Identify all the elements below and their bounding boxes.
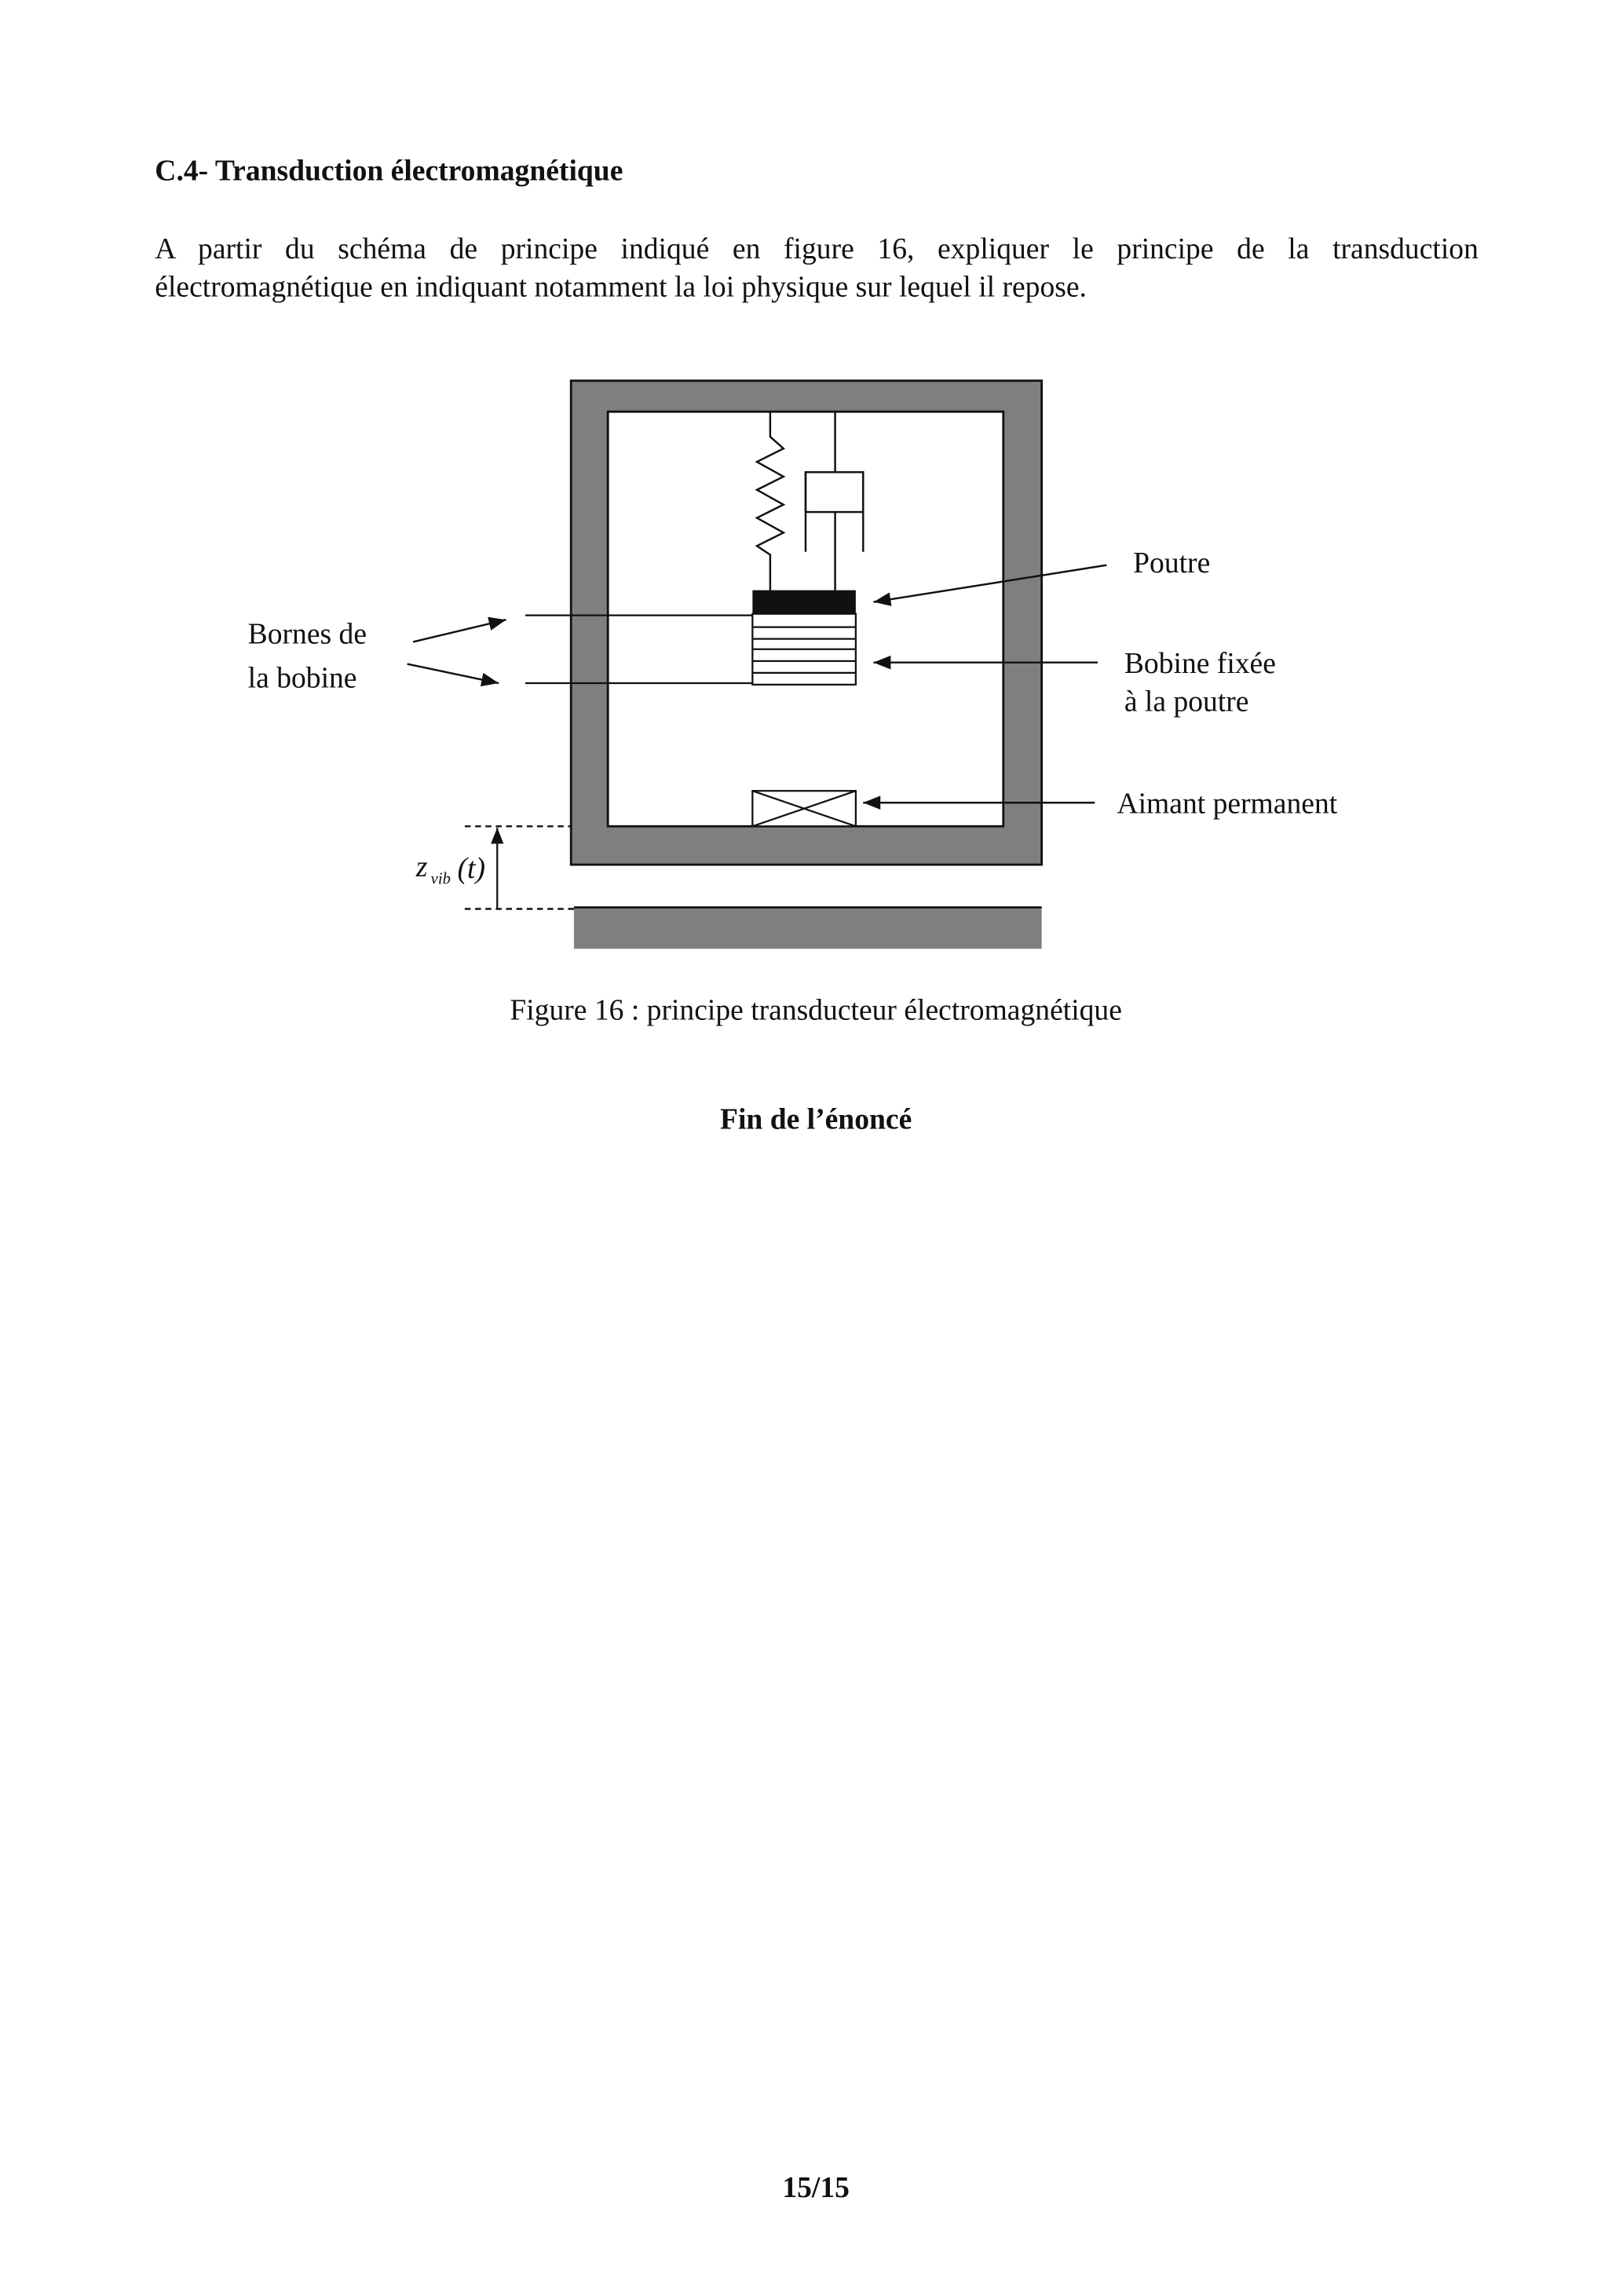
damper: [804, 411, 865, 590]
beam-poutre: [752, 590, 856, 614]
label-poutre: Poutre: [1133, 547, 1210, 579]
vibrating-base: [573, 907, 1042, 949]
label-z-sub: vib: [431, 871, 451, 888]
label-z-main: z: [415, 851, 428, 883]
arrow-poutre: [873, 564, 1107, 606]
label-bobine-line2: à la poutre: [1124, 686, 1249, 718]
spring: [755, 411, 786, 590]
end-of-statement: Fin de l’énoncé: [720, 1103, 912, 1136]
label-bornes-line2: la bobine: [248, 663, 357, 695]
figure-16-diagram: Bornes de la bobine Poutre Bobine fixée …: [248, 379, 1338, 949]
page-number: 15/15: [782, 2172, 850, 2205]
paragraph-line: électromagnétique en indiquant notamment…: [155, 271, 1087, 305]
label-bornes-line1: Bornes de: [248, 618, 367, 650]
figure-caption: Figure 16 : principe transducteur électr…: [510, 994, 1122, 1027]
arrow-bornes-top: [412, 616, 506, 643]
section-heading: C.4- Transduction électromagnétique: [155, 155, 623, 188]
label-aimant: Aimant permanent: [1117, 788, 1337, 820]
coil-bobine: [751, 612, 857, 686]
label-z-arg: (t): [458, 853, 485, 885]
label-bobine-line1: Bobine fixée: [1124, 648, 1276, 680]
paragraph-line: A partir du schéma de principe indiqué e…: [155, 232, 1479, 266]
permanent-magnet: [751, 790, 857, 828]
arrow-bornes-bottom: [407, 663, 499, 687]
question-paragraph: A partir du schéma de principe indiqué e…: [155, 230, 1479, 307]
